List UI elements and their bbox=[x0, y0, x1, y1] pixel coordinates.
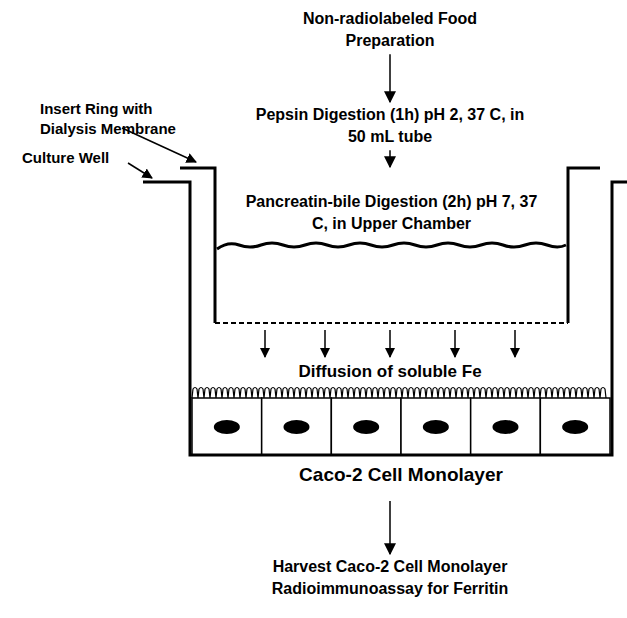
step-block: Non-radiolabeled Food Preparation bbox=[300, 8, 480, 51]
step-text: Non-radiolabeled Food Preparation bbox=[300, 8, 480, 51]
step-text: Culture Well bbox=[22, 148, 132, 168]
step-text: Pancreatin-bile Digestion (2h) pH 7, 37 … bbox=[240, 191, 543, 234]
step-text: Caco-2 Cell Monolayer bbox=[190, 462, 612, 488]
step-text: Pepsin Digestion (1h) pH 2, 37 C, in 50 … bbox=[250, 104, 530, 147]
process-label: Diffusion of soluble Fe bbox=[240, 361, 540, 384]
insert-outline bbox=[180, 165, 600, 327]
flow-arrow bbox=[389, 501, 391, 554]
flow-arrow bbox=[389, 150, 391, 167]
insert-ring: Insert Ring with Dialysis MembranePancre… bbox=[180, 165, 600, 327]
culture-well: Culture WellCaco-2 Cell MonolayerInsert … bbox=[140, 178, 627, 498]
flow-arrow bbox=[389, 54, 391, 102]
step-block: Pepsin Digestion (1h) pH 2, 37 C, in 50 … bbox=[250, 104, 530, 147]
step-block: Harvest Caco-2 Cell Monolayer Radioimmun… bbox=[220, 556, 560, 599]
cell-monolayer bbox=[192, 388, 610, 456]
step-text: Harvest Caco-2 Cell Monolayer Radioimmun… bbox=[220, 556, 560, 599]
step-text: Insert Ring with Dialysis Membrane bbox=[40, 99, 210, 140]
diffusion-arrows bbox=[265, 330, 515, 357]
